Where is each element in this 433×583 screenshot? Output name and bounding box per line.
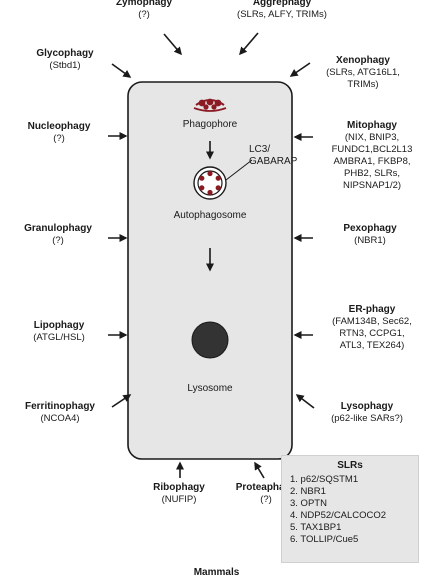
lysosome-icon (191, 321, 229, 359)
pathway-detail: (?) (260, 494, 272, 505)
pathway-granulophagy: Granulophagy (?) (8, 223, 108, 247)
pathway-detail: (Stbd1) (49, 60, 81, 71)
cargo-arrows (108, 32, 315, 479)
pathway-detail: (ATGL/HSL) (33, 332, 85, 343)
arrow-aggrephagy (239, 32, 259, 56)
pathway-title: Ribophagy (153, 482, 205, 493)
pathway-title: Granulophagy (24, 223, 92, 234)
pathway-ferritinophagy: Ferritinophagy (NCOA4) (10, 401, 110, 425)
pathway-mitophagy: Mitophagy (NIX, BNIP3, FUNDC1,BCL2L13 AM… (316, 120, 428, 192)
lc3-pointer-line (225, 159, 253, 181)
arrow-xenophagy (289, 62, 311, 77)
pathway-title: Mitophagy (347, 120, 397, 131)
pathway-title: ER-phagy (348, 304, 396, 315)
legend-item: 4. NDP52/CALCOCO2 (290, 510, 387, 521)
cell-body (127, 81, 293, 460)
pathway-detail: (SLRs, ATG16L1, TRIMs) (326, 67, 400, 90)
pathway-zymophagy: Zymophagy (?) (94, 0, 194, 21)
pathway-aggrephagy: Aggrephagy (SLRs, ALFY, TRIMs) (224, 0, 340, 21)
pathway-title: Glycophagy (36, 48, 94, 59)
pathway-detail: (NCOA4) (40, 413, 80, 424)
pathway-detail: (NIX, BNIP3, FUNDC1,BCL2L13 AMBRA1, FKBP… (331, 132, 413, 191)
autophagosome-icon (193, 166, 227, 200)
pathway-title: Xenophagy (336, 55, 390, 66)
pathway-ribophagy: Ribophagy (NUFIP) (134, 482, 224, 506)
pathway-detail: (NUFIP) (161, 494, 197, 505)
pathway-title: Nucleophagy (27, 121, 91, 132)
pathway-detail: (SLRs, ALFY, TRIMs) (237, 9, 327, 20)
diagram-footer: Mammals (193, 567, 240, 578)
pathway-detail: (NBR1) (354, 235, 386, 246)
pathway-lipophagy: Lipophagy (ATGL/HSL) (12, 320, 106, 344)
pathway-detail: (FAM134B, Sec62, RTN3, CCPG1, ATL3, TEX2… (332, 316, 412, 351)
pathway-xenophagy: Xenophagy (SLRs, ATG16L1, TRIMs) (311, 55, 415, 91)
legend-item: 3. OPTN (290, 498, 327, 509)
autophagosome-label: Autophagosome (173, 210, 247, 221)
arrow-zymophagy (163, 33, 182, 56)
legend-item: 2. NBR1 (290, 486, 326, 497)
pathway-title: Proteaphagy (235, 482, 297, 493)
pathway-detail: (?) (138, 9, 150, 20)
pathway-title: Pexophagy (343, 223, 397, 234)
pathway-pexophagy: Pexophagy (NBR1) (320, 223, 420, 247)
pathway-title: Aggrephagy (252, 0, 312, 8)
legend-item: 6. TOLLIP/Cue5 (290, 534, 359, 545)
lc3-gabarap-label: LC3/ GABARAP (249, 144, 298, 167)
pathway-lysophagy: Lysophagy (p62-like SARs?) (312, 401, 422, 425)
lysosome-label: Lysosome (187, 383, 233, 394)
legend-title: SLRs (337, 460, 363, 471)
arrow-glycophagy (111, 63, 132, 78)
pathway-detail: (?) (53, 133, 65, 144)
arrow-lysophagy (295, 394, 315, 409)
arrow-proteaphagy (254, 461, 265, 479)
pathway-proteaphagy: Proteaphagy (?) (218, 482, 314, 506)
pathway-glycophagy: Glycophagy (Stbd1) (20, 48, 110, 72)
pathway-title: Lipophagy (33, 320, 85, 331)
pathway-title: Zymophagy (115, 0, 173, 8)
arrow-ferritinophagy (111, 394, 132, 408)
pathway-er-phagy: ER-phagy (FAM134B, Sec62, RTN3, CCPG1, A… (316, 304, 428, 352)
pathway-title: Lysophagy (340, 401, 394, 412)
pathway-nucleophagy: Nucleophagy (?) (12, 121, 106, 145)
pathway-detail: (?) (52, 235, 64, 246)
legend-item: 5. TAX1BP1 (290, 522, 342, 533)
slr-legend: SLRs 1. p62/SQSTM1 2. NBR1 3. OPTN 4. ND… (281, 455, 419, 563)
legend-item: 1. p62/SQSTM1 (290, 474, 359, 485)
phagophore-icon (193, 98, 227, 112)
pathway-title: Ferritinophagy (24, 401, 95, 412)
phagophore-label: Phagophore (182, 119, 238, 130)
pathway-detail: (p62-like SARs?) (331, 413, 403, 424)
